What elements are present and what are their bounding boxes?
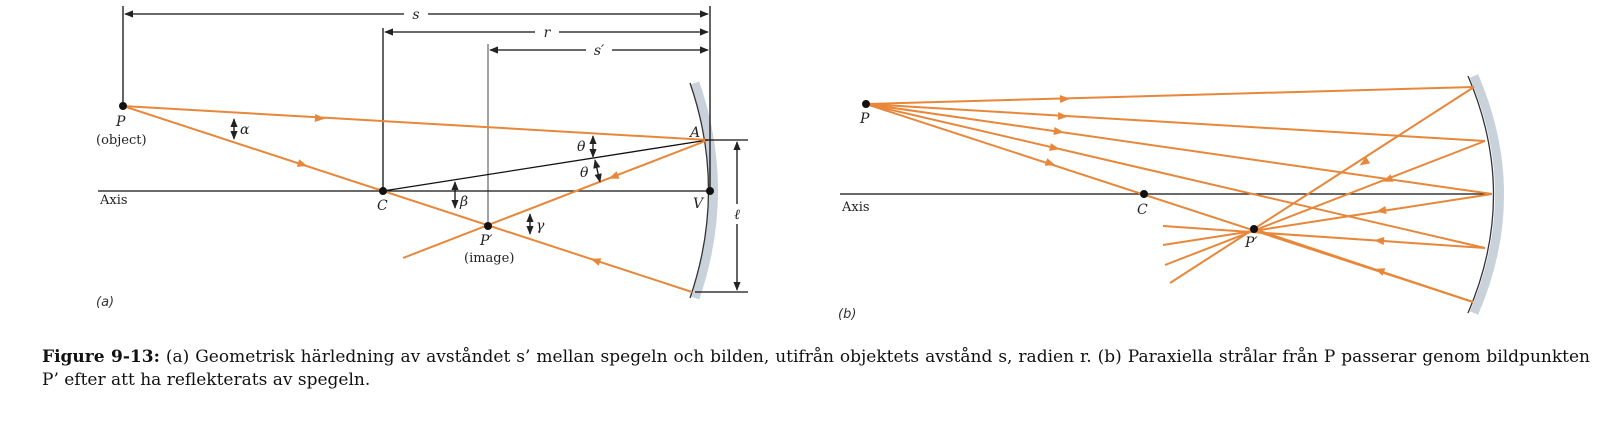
arrowhead-b-out-2 [1382,174,1394,182]
mirror-b [1467,75,1495,314]
point-b-P-dot [862,100,870,108]
point-b-C-dot [1140,190,1148,198]
arrowhead-b-out-1 [1359,156,1371,166]
ray-A-reflected [402,139,709,259]
point-P-dot [119,102,127,110]
arrowhead-ray-P-A [314,114,325,122]
arrowhead-b-out-4 [1374,237,1385,245]
arrowhead-ray-A-reflected [608,171,620,179]
dim-s-label: s [412,7,419,23]
axis-label-a: Axis [99,193,128,208]
point-P-note: (object) [96,133,147,148]
angle-gamma: γ [536,218,545,234]
arrowhead-b-out-3 [1376,206,1387,214]
arrowhead-b-in-3 [1053,127,1064,135]
panel-a: s r s′ Axis ℓ α β γ θ [96,6,748,310]
dim-r-label: r [544,25,552,41]
angle-theta-lower-arrow [593,159,602,183]
figure-diagram: s r s′ Axis ℓ α β γ θ [96,6,1504,322]
arrowhead-b-in-5 [1044,158,1056,166]
angle-theta-lower: θ [580,165,589,181]
panel-b: Axis P C P′ (b) [838,74,1504,322]
point-A-label: A [688,125,700,141]
arrowhead-b-in-4 [1049,143,1060,151]
arrowhead-ray-P-C [296,159,308,167]
arrowhead-ray-back [590,258,602,266]
ray-b-reflected-4 [1162,225,1486,249]
ray-b-incident-4 [865,103,1486,249]
axis-label-b: Axis [841,200,870,215]
panel-b-label: (b) [838,307,856,322]
ray-b-incident-1 [865,86,1475,105]
point-P-prime-label: P′ [479,233,493,249]
height-l-label: ℓ [734,207,740,223]
point-P-prime-dot [484,222,492,230]
caption-label: Figure 9-13: [42,347,160,367]
angle-theta-upper: θ [577,139,586,155]
point-b-C-label: C [1137,202,1148,218]
line-C-to-A [382,139,709,192]
mirror-b-shade [1469,74,1504,315]
figure-caption: Figure 9-13: (a) Geometrisk härledning a… [42,346,1590,392]
arrowhead-b-in-1 [1059,95,1070,103]
angle-beta: β [459,194,468,210]
ray-b-reflected-2 [1164,140,1486,266]
point-b-P-prime-dot [1250,225,1258,233]
point-P-prime-note: (image) [464,251,514,266]
point-P-label: P [115,114,126,130]
point-b-P-label: P [859,111,870,127]
arrowhead-b-out-5 [1374,268,1386,276]
point-b-P-prime-label: P′ [1244,235,1258,251]
ray-b-incident-3 [865,103,1493,195]
angle-alpha: α [240,122,250,138]
caption-text: (a) Geometrisk härledning av avståndet s… [42,347,1590,390]
dim-s-prime-label: s′ [594,43,605,59]
arrowhead-b-in-2 [1057,112,1068,120]
ray-b-reflected-5 [1253,228,1474,303]
ray-b-reflected-1 [1169,86,1475,284]
panel-a-label: (a) [96,295,114,310]
point-C-dot [379,187,387,195]
point-V-dot [706,187,714,195]
ray-b-incident-2 [865,103,1486,142]
ray-b-reflected-3 [1162,193,1493,246]
point-V-label: V [693,196,705,212]
point-C-label: C [377,198,388,214]
ray-P-to-A [122,105,709,141]
